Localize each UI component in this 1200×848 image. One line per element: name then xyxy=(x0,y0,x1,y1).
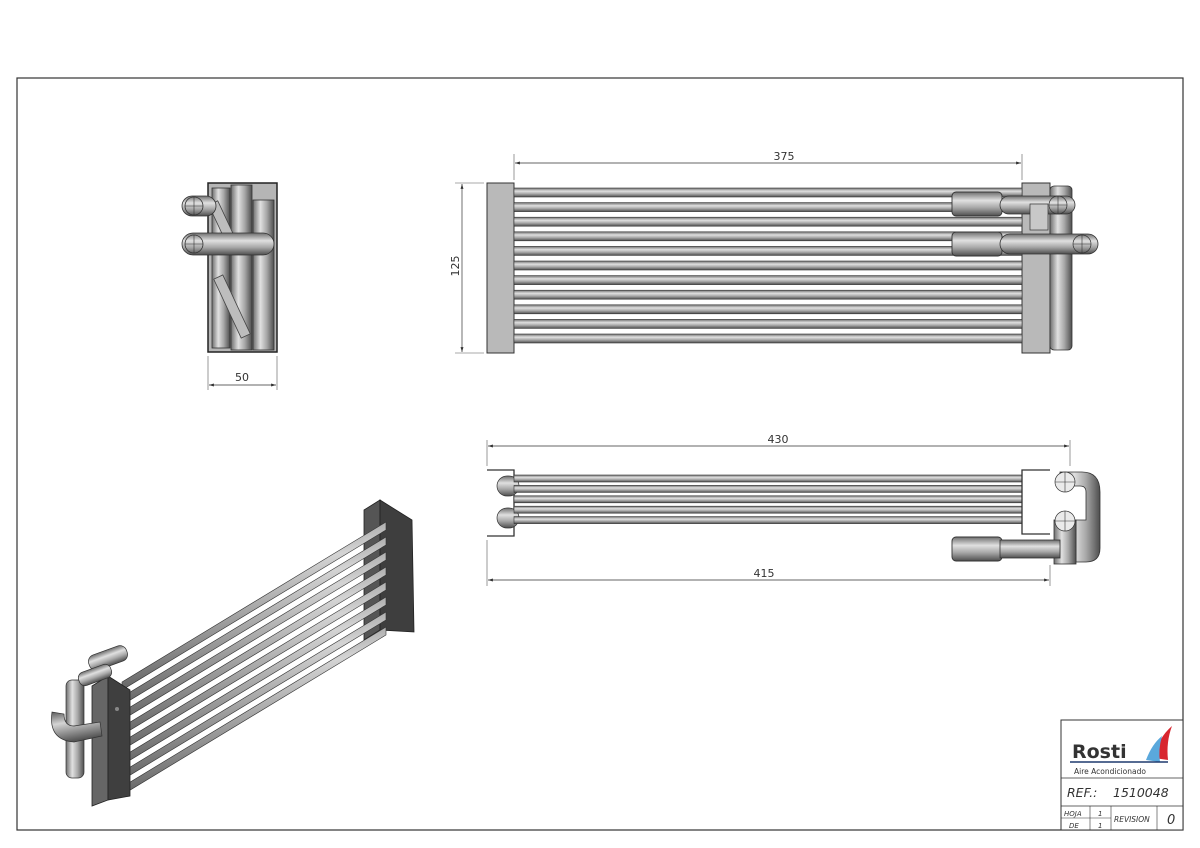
hoja-value: 1 xyxy=(1098,810,1102,818)
front-tube xyxy=(513,260,1023,271)
iso-tube-bank xyxy=(121,521,387,796)
side-view: 50 xyxy=(181,182,278,390)
title-block: Rosti Aire Acondicionado REF.: 1510048 H… xyxy=(1060,719,1184,831)
sheet-border xyxy=(16,77,1184,831)
dimension-top-inner: 415 xyxy=(754,567,775,580)
front-tube xyxy=(513,246,1023,256)
ref-value: 1510048 xyxy=(1113,785,1169,800)
front-left-plate xyxy=(486,182,515,354)
front-tube xyxy=(513,202,1023,212)
de-value: 1 xyxy=(1098,822,1102,830)
front-tube xyxy=(513,304,1023,315)
front-tube xyxy=(513,231,1023,242)
front-tube xyxy=(513,319,1023,329)
revision-label: REVISION xyxy=(1114,815,1150,824)
hoja-label: HOJA xyxy=(1064,810,1082,818)
front-tube-bank xyxy=(513,187,1023,344)
logo-text: Rosti xyxy=(1072,741,1127,763)
front-tube xyxy=(513,216,1023,227)
top-view: 430 415 xyxy=(486,433,1101,586)
dimension-side-width: 50 xyxy=(235,371,249,384)
front-tube xyxy=(513,275,1023,285)
de-label: DE xyxy=(1069,822,1079,830)
logo-subtitle: Aire Acondicionado xyxy=(1074,767,1146,776)
dimension-front-length: 375 xyxy=(774,150,795,163)
front-tube xyxy=(513,333,1023,344)
revision-value: 0 xyxy=(1167,813,1175,828)
front-tube xyxy=(513,187,1023,198)
top-tube xyxy=(513,495,1023,504)
isometric-view xyxy=(51,499,415,807)
front-tube xyxy=(513,289,1023,300)
rosti-logo: Rosti Aire Acondicionado xyxy=(1070,726,1172,776)
dimension-front-height: 125 xyxy=(449,256,462,277)
top-tube xyxy=(513,516,1023,524)
ref-label: REF.: xyxy=(1067,785,1097,800)
top-tube xyxy=(513,474,1023,483)
front-view: 375 125 xyxy=(449,150,1099,354)
dimension-top-overall: 430 xyxy=(768,433,789,446)
top-tube xyxy=(513,505,1023,514)
top-tube-bank xyxy=(513,474,1023,524)
top-tube xyxy=(513,485,1023,493)
